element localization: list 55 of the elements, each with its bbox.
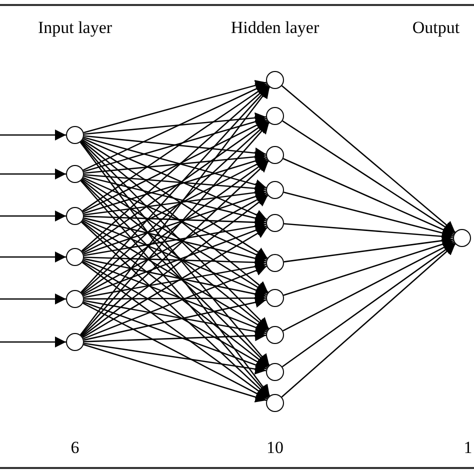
arrow xyxy=(284,223,454,242)
arrow xyxy=(82,158,268,254)
arrow xyxy=(282,242,456,368)
arrow xyxy=(82,260,268,368)
layer-label: Output xyxy=(412,18,460,38)
arrow xyxy=(281,85,456,233)
arrow xyxy=(282,242,454,332)
arrow xyxy=(84,151,266,174)
arrow xyxy=(84,187,266,216)
arrow xyxy=(82,262,268,398)
arrow xyxy=(83,116,267,172)
arrow xyxy=(84,330,266,342)
arrow xyxy=(84,112,266,135)
arrow xyxy=(84,135,266,158)
arrow xyxy=(82,177,268,260)
arrow xyxy=(0,168,66,180)
arrow xyxy=(84,217,266,264)
layer-label: 10 xyxy=(266,438,284,458)
arrow xyxy=(81,222,269,398)
arrow xyxy=(84,220,266,256)
arrow xyxy=(84,136,266,190)
arrow xyxy=(84,342,266,374)
layer-label: 1 xyxy=(464,438,472,458)
arrow xyxy=(84,80,266,134)
arrow xyxy=(82,138,268,220)
arrow xyxy=(84,176,266,224)
arrow xyxy=(0,294,66,304)
layer-label: Input layer xyxy=(38,18,112,38)
arrow xyxy=(83,156,267,214)
arrow xyxy=(83,191,267,255)
layer-label: Hidden layer xyxy=(230,18,320,38)
arrow xyxy=(82,221,268,367)
arrow xyxy=(82,83,268,171)
arrow xyxy=(82,119,268,213)
arrow xyxy=(282,158,454,235)
arrow xyxy=(0,210,66,222)
layer-label: 6 xyxy=(70,438,80,458)
arrow xyxy=(281,243,456,398)
arrow xyxy=(81,85,269,252)
arrow xyxy=(82,139,268,259)
arrow xyxy=(282,120,455,234)
arrow xyxy=(82,120,268,252)
arrow xyxy=(83,301,267,370)
arrow xyxy=(80,86,270,293)
arrow xyxy=(84,174,266,194)
arrow xyxy=(0,130,66,140)
arrow xyxy=(0,336,66,348)
arrow xyxy=(82,84,268,212)
arrow xyxy=(283,238,454,296)
arrow xyxy=(0,252,66,262)
arrow xyxy=(83,344,267,402)
arrow xyxy=(284,235,454,262)
arrow xyxy=(84,292,266,304)
arrow xyxy=(284,192,454,238)
arrow xyxy=(82,302,268,400)
